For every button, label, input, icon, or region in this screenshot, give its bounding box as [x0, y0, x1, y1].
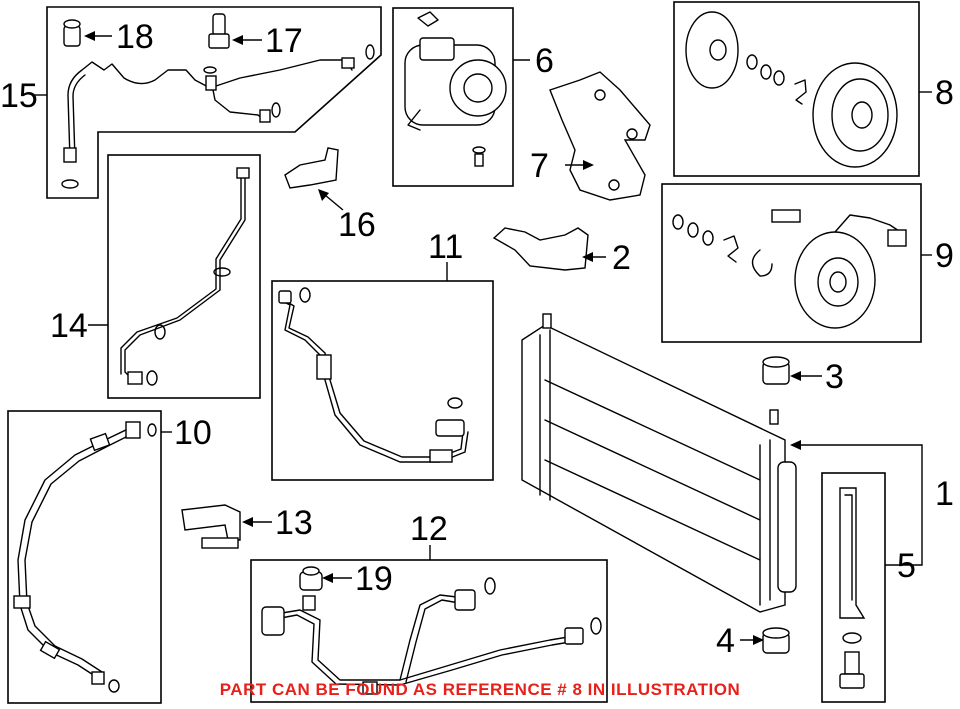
- callout-12: 12: [410, 510, 448, 548]
- part-2-bracket: [492, 227, 589, 271]
- callout-18: 18: [116, 18, 154, 56]
- part-6-compressor: [392, 7, 514, 187]
- part-17-pressure-sensor: [208, 13, 230, 49]
- leader-lines: [32, 31, 932, 645]
- part-3-grommet: [762, 356, 790, 385]
- part-9-coil-assembly: [661, 183, 922, 343]
- callout-2: 2: [612, 239, 631, 277]
- part-10-hose-box: [7, 410, 162, 704]
- callout-17: 17: [265, 22, 303, 60]
- callout-19: 19: [355, 560, 393, 598]
- callout-numbers: 15 18 17 6 7 8 9 16 2 3 14 11 10 13 12 1…: [0, 18, 954, 660]
- part-12-pipe-box: [250, 559, 608, 703]
- part-5-receiver-drier: [821, 472, 886, 703]
- part-18-cap: [63, 19, 81, 47]
- callout-9: 9: [935, 237, 954, 275]
- callout-6: 6: [535, 42, 554, 80]
- part-14-pipe-box: [107, 154, 261, 399]
- callout-16: 16: [338, 206, 376, 244]
- callout-3: 3: [825, 358, 844, 396]
- reference-notice: PART CAN BE FOUND AS REFERENCE # 8 IN IL…: [219, 680, 741, 699]
- part-7-bracket: [549, 71, 651, 201]
- callout-13: 13: [275, 504, 313, 542]
- part-13-bracket: [181, 504, 241, 549]
- part-19-cap: [299, 566, 323, 591]
- callout-14: 14: [50, 307, 88, 345]
- callout-1: 1: [935, 475, 954, 513]
- part-16-bracket: [284, 147, 339, 189]
- callout-11: 11: [428, 228, 463, 266]
- callout-5: 5: [897, 547, 916, 585]
- callout-8: 8: [935, 74, 954, 112]
- part-11-hose-box: [271, 280, 494, 481]
- part-4-grommet: [762, 627, 790, 654]
- callout-4: 4: [716, 622, 735, 660]
- callout-10: 10: [174, 414, 212, 452]
- part-1-condenser: [521, 313, 797, 613]
- part-8-clutch-assembly: [673, 1, 920, 177]
- callout-7: 7: [530, 147, 549, 185]
- part-15-hose-assembly: [46, 6, 382, 199]
- callout-15: 15: [0, 77, 38, 115]
